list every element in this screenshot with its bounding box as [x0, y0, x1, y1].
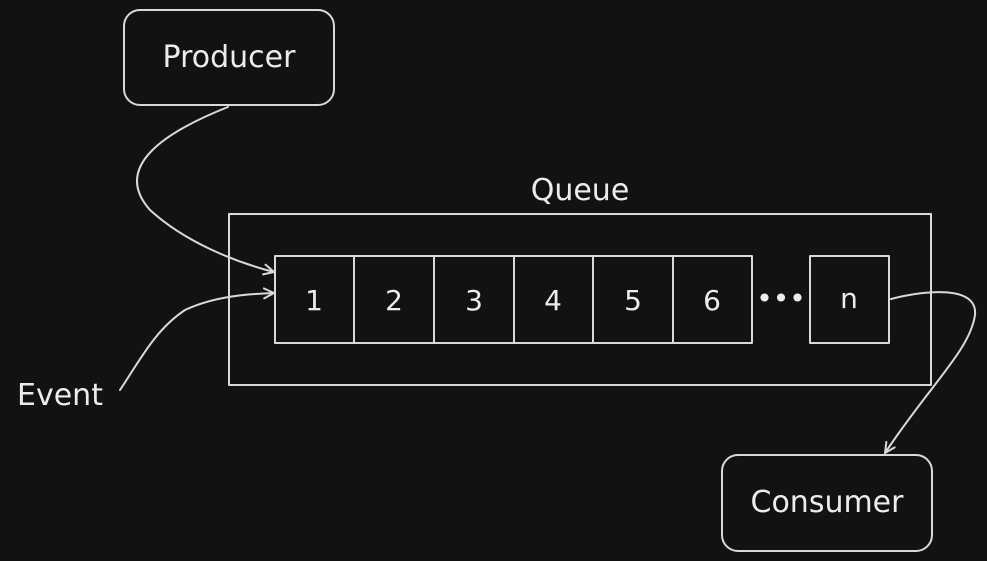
queue-cell-label: 4	[544, 284, 562, 317]
queue-ellipsis: •••	[756, 282, 806, 315]
queue-cell-label: 6	[703, 284, 721, 317]
producer-label: Producer	[163, 40, 297, 75]
queue-cell-last-label: n	[840, 282, 858, 315]
producer-box	[123, 9, 335, 106]
queue-label: Queue	[531, 173, 630, 208]
queue-container	[228, 213, 932, 386]
consumer-node: Consumer	[721, 454, 933, 552]
queue-cell	[672, 255, 753, 344]
producer-node: Producer	[123, 9, 335, 106]
producer-to-queue-arrow	[136, 106, 275, 276]
queue-to-consumer-arrow	[884, 291, 977, 454]
event-label: Event	[17, 378, 103, 413]
consumer-box	[721, 454, 933, 552]
queue-cell-label: 3	[465, 284, 483, 317]
queue-cell-label: 1	[305, 284, 323, 317]
queue-cell-label: 5	[624, 284, 642, 317]
queue-cell-label: 2	[385, 284, 403, 317]
queue-cell-last	[809, 255, 890, 344]
queue-cells: 1 2 3 4 5 6 ••• n	[274, 255, 890, 344]
consumer-label: Consumer	[751, 485, 905, 520]
event-to-queue-arrow	[119, 287, 275, 391]
